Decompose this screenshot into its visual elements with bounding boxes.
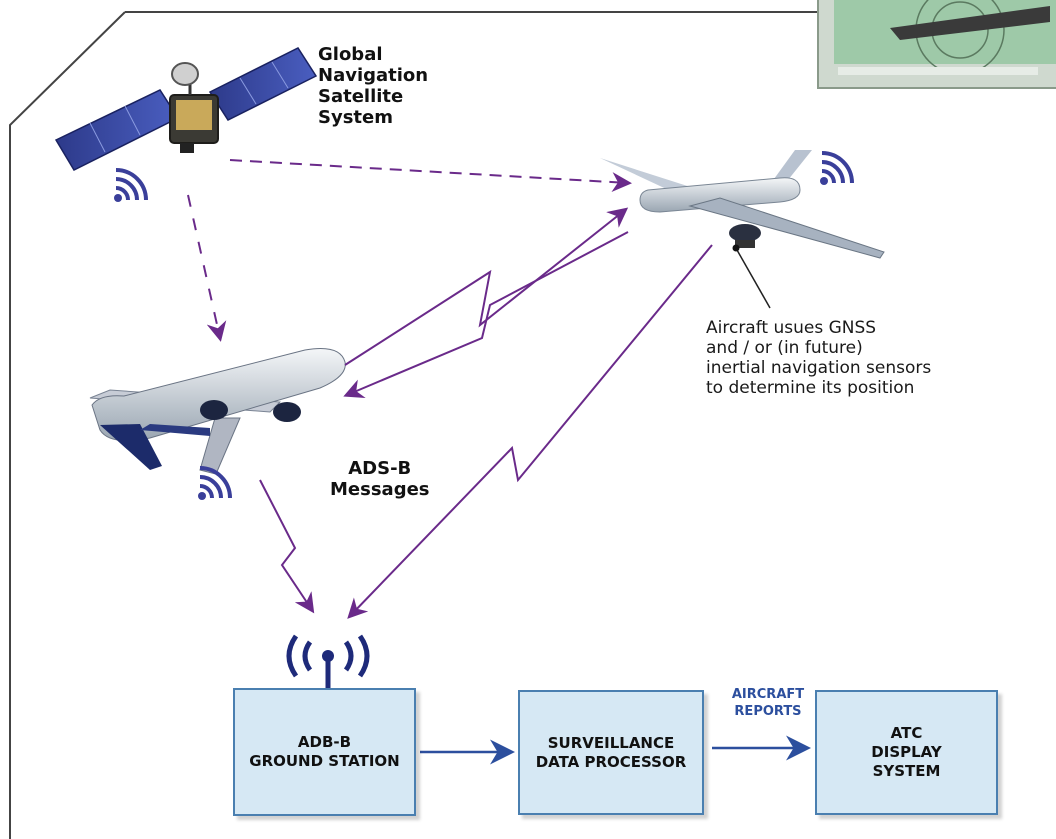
ground-station-box: ADB-B GROUND STATION xyxy=(233,688,416,816)
adsb-signal-right-to-left xyxy=(343,231,629,398)
note-line: Aircraft usues GNSS xyxy=(706,318,877,338)
atc-label-line: DISPLAY xyxy=(871,743,942,761)
gnss-label: Global Navigation Satellite System xyxy=(318,44,428,128)
satellite-illustration xyxy=(54,47,318,171)
adsb-signal-right-to-ground xyxy=(347,244,713,619)
gnss-dashed-line-to-aircraft-right xyxy=(229,159,632,193)
atc-label-line: SYSTEM xyxy=(872,762,941,780)
atc-label-line: ATC xyxy=(890,724,923,742)
gnss-dashed-line-to-aircraft-left xyxy=(187,194,227,342)
aircraft-reports-label: AIRCRAFT REPORTS xyxy=(718,686,818,720)
wifi-icon-aircraft-left xyxy=(198,466,232,500)
adsb-label-line: Messages xyxy=(330,479,430,500)
atc-display-system-box: ATC DISPLAY SYSTEM xyxy=(815,690,998,815)
sdp-label-line: SURVEILLANCE xyxy=(547,733,675,752)
adsb-label-line: ADS-B xyxy=(348,458,412,479)
wifi-icon-satellite xyxy=(114,168,148,202)
ground-station-label-line: GROUND STATION xyxy=(249,752,400,770)
gnss-label-line: Satellite xyxy=(318,86,404,107)
adsb-signal-left-to-right xyxy=(344,207,629,366)
sdp-label-line: DATA PROCESSOR xyxy=(535,752,687,771)
wifi-icon-aircraft-right xyxy=(820,151,854,185)
antenna-icon xyxy=(286,634,370,690)
reports-label-line: AIRCRAFT xyxy=(731,687,805,702)
radar-screen-thumbnail xyxy=(817,0,1056,89)
ground-station-label-line: ADB-B xyxy=(297,733,352,751)
adsb-messages-label: ADS-B Messages xyxy=(330,458,430,500)
gnss-label-line: Navigation xyxy=(318,65,429,86)
gnss-label-line: System xyxy=(318,107,393,128)
gnss-label-line: Global xyxy=(318,44,383,65)
adsb-signal-left-to-ground xyxy=(259,479,315,614)
aircraft-right-illustration xyxy=(600,150,885,259)
note-pointer-line xyxy=(736,249,771,309)
note-pointer-dot xyxy=(732,244,740,252)
note-line: inertial navigation sensors xyxy=(706,358,932,378)
note-line: and / or (in future) xyxy=(706,338,863,358)
reports-label-line: REPORTS xyxy=(734,704,802,719)
aircraft-left-illustration xyxy=(89,348,346,475)
aircraft-position-note: Aircraft usues GNSS and / or (in future)… xyxy=(706,318,1006,398)
note-line: to determine its position xyxy=(706,378,915,398)
surveillance-data-processor-box: SURVEILLANCE DATA PROCESSOR xyxy=(518,690,704,815)
